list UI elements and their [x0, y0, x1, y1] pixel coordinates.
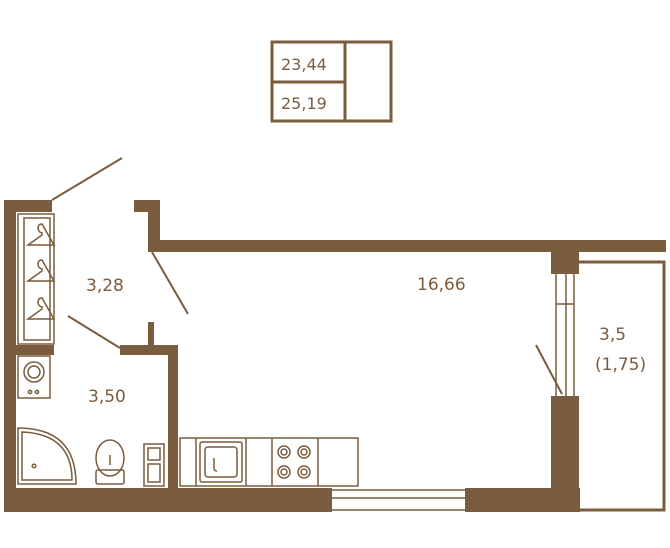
bathroom-area: 3,50 — [88, 387, 126, 407]
hanger-icon — [25, 223, 56, 320]
walls — [4, 200, 666, 512]
kitchen-counter — [179, 437, 359, 487]
wardrobe — [17, 213, 55, 345]
balcony-reduced-area: (1,75) — [595, 355, 646, 375]
washing-machine-icon — [17, 355, 51, 399]
kitchen-sink-icon — [199, 441, 243, 483]
toilet-icon — [95, 439, 125, 485]
shower-tray-icon — [17, 427, 77, 485]
balcony-door-glazing — [555, 274, 575, 396]
balcony-area: 3,5 — [599, 325, 626, 345]
door-swings — [51, 157, 563, 395]
balcony-outline — [579, 260, 666, 512]
area-summary-box — [270, 40, 393, 123]
hallway-area: 3,28 — [86, 276, 124, 296]
bottom-window — [332, 489, 465, 511]
living-room-area: 16,66 — [417, 275, 466, 295]
bathroom-sink-icon — [143, 443, 165, 487]
cooktop-icon — [277, 445, 311, 479]
total-area-value: 23,44 — [281, 55, 327, 74]
area-with-balcony-value: 25,19 — [281, 94, 327, 113]
